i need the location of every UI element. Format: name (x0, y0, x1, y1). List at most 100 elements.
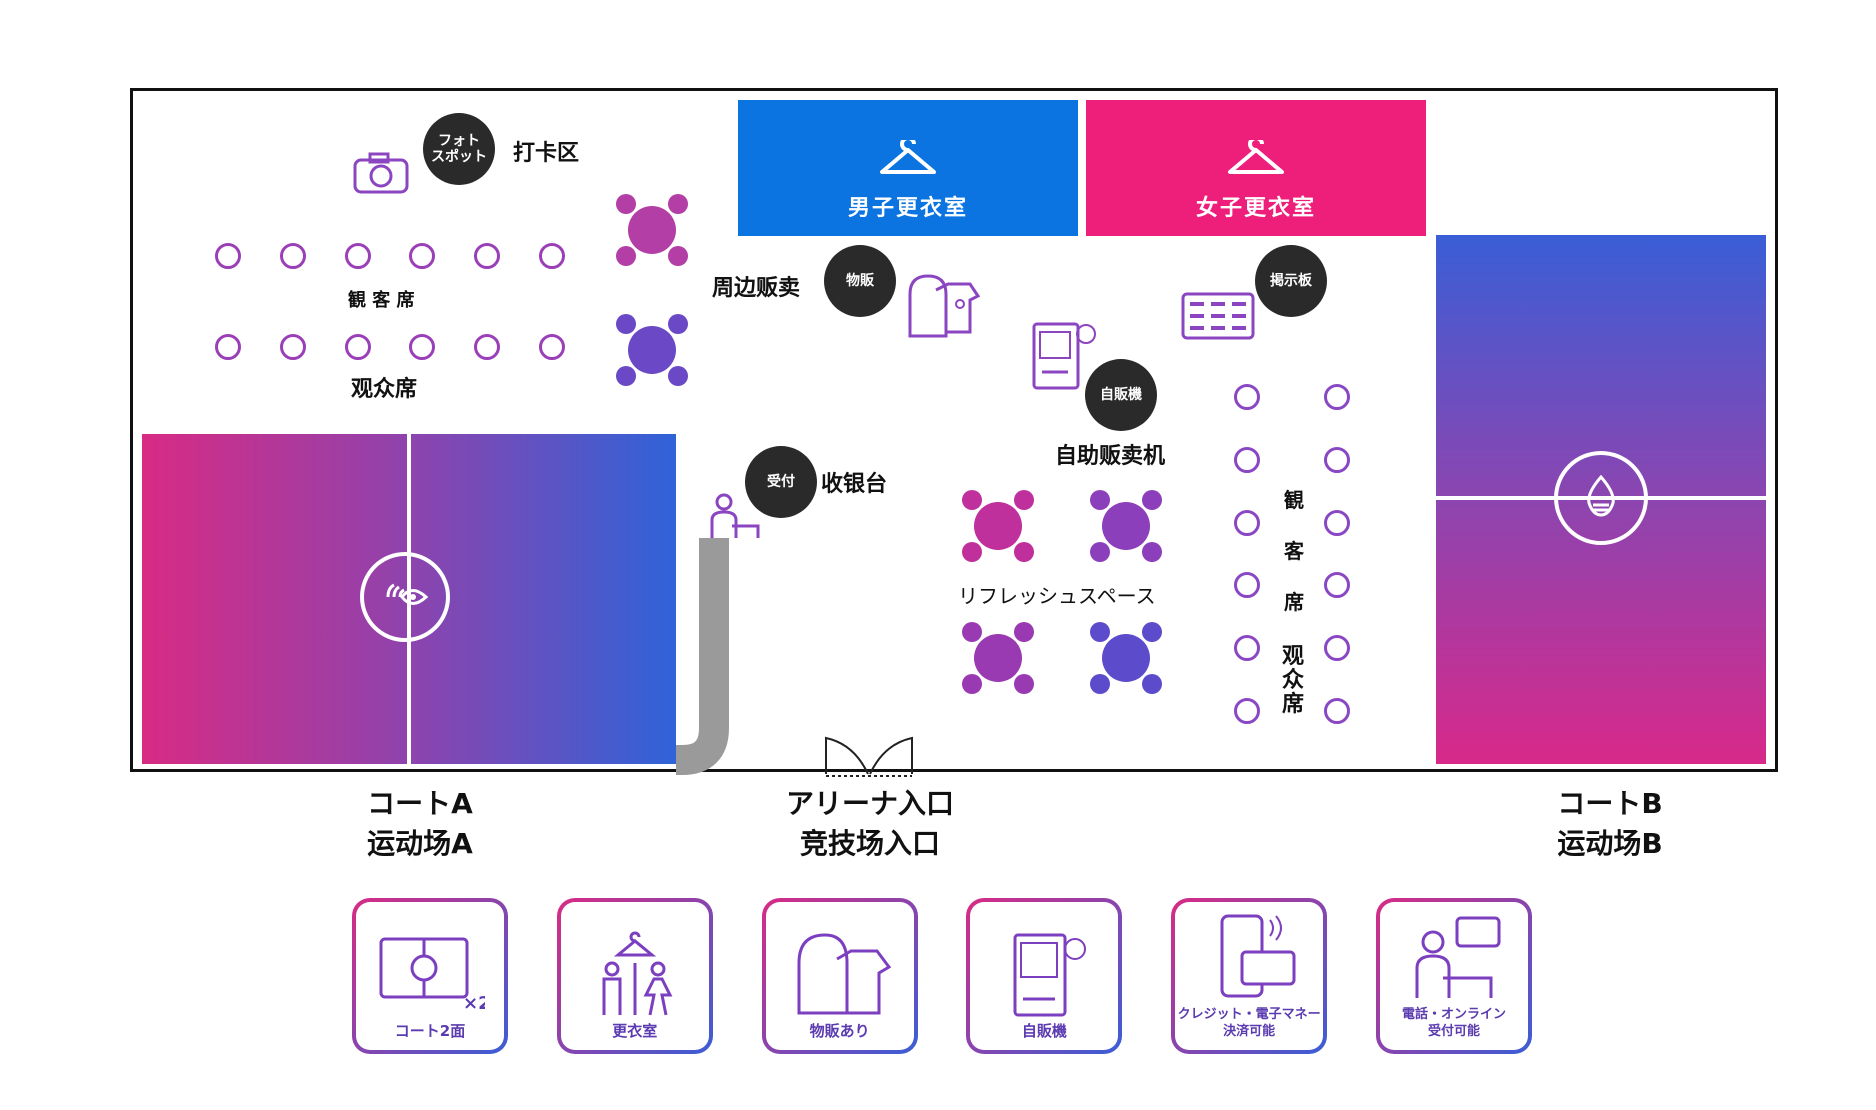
legend-text: クレジット・電子マネー 決済可能 (1177, 1007, 1321, 1039)
seat (279, 334, 306, 360)
legend-text: コート2面 (394, 1022, 466, 1040)
reception-queue-path (676, 538, 729, 775)
legend-item-vending: 自販機 (966, 898, 1122, 1054)
refresh-space-label: リフレッシュスペース (958, 584, 1156, 608)
female-locker-room: 女子更衣室 (1086, 100, 1426, 236)
brand-drop-icon (1587, 475, 1615, 517)
right-seating-label-jp: 観 客 席 (1284, 484, 1304, 615)
court-b-center-circle (1554, 451, 1648, 545)
seat (1324, 572, 1350, 599)
table-with-chairs-icon (1090, 490, 1162, 562)
seat (1324, 384, 1350, 410)
legend-item-courts: ×2 コート2面 (352, 898, 508, 1054)
entrance-line2: 竞技场入口 (799, 827, 940, 860)
court-a-line1: コートA (367, 787, 473, 820)
right-seating-cn-char-2: 众 (1282, 668, 1305, 693)
seat (344, 334, 371, 360)
right-seating-cn-char-3: 席 (1282, 692, 1305, 717)
merch-icon (908, 274, 980, 338)
right-seating-jp-char-3: 席 (1284, 590, 1304, 614)
bulletin-board-icon (1181, 292, 1255, 340)
hanger-icon (1228, 140, 1284, 174)
right-seating-cn-char-1: 观 (1282, 644, 1305, 669)
seat (215, 334, 241, 360)
brand-logo-icon (386, 583, 428, 605)
entrance-line1: アリーナ入口 (785, 787, 954, 820)
legend-text: 物販あり (809, 1022, 870, 1040)
seat (1234, 697, 1260, 724)
seat (215, 243, 241, 269)
legend-text: 自販機 (1021, 1022, 1067, 1040)
court-b-caption: コートB 运动场B (1520, 784, 1700, 864)
vending-machine-icon (1032, 322, 1096, 390)
camera-icon (353, 152, 409, 194)
court-b-line1: コートB (1557, 787, 1663, 820)
table-with-chairs-icon (1090, 622, 1162, 694)
legend-item-payment: クレジット・電子マネー 決済可能 (1171, 898, 1327, 1054)
svg-text:×2: ×2 (463, 993, 485, 1014)
table-with-chairs-icon (616, 314, 688, 386)
seat (1234, 509, 1260, 536)
table-with-chairs-icon (962, 622, 1034, 694)
right-seating-jp-char-1: 観 (1284, 488, 1304, 512)
court-a-center-circle (360, 552, 450, 642)
seat (538, 334, 565, 360)
merch-label: 周边贩卖 (712, 276, 801, 301)
seat (1234, 572, 1260, 599)
male-locker-label: 男子更衣室 (847, 196, 968, 221)
left-seating-row-1 (215, 243, 565, 269)
seat (474, 334, 501, 360)
seat (1324, 697, 1350, 724)
floor-outline (130, 88, 1778, 772)
female-locker-label: 女子更衣室 (1195, 196, 1316, 221)
male-locker-room: 男子更衣室 (738, 100, 1078, 236)
seat (1324, 635, 1350, 662)
reception-icon (710, 493, 760, 538)
legend-text: 更衣室 (612, 1022, 658, 1040)
right-seating-col-1 (1234, 384, 1260, 724)
photo-spot-label: 打卡区 (513, 141, 580, 166)
entrance-door-icon (825, 736, 913, 777)
legend-text: 電話・オンライン 受付可能 (1401, 1007, 1506, 1039)
court-b (1436, 235, 1766, 764)
right-seating-jp-char-2: 客 (1284, 539, 1304, 563)
seat (474, 243, 501, 269)
vending-machine-icon (1013, 933, 1087, 1017)
seat (1324, 509, 1350, 536)
court-b-line2: 运动场B (1557, 827, 1663, 860)
merch-icon (797, 933, 891, 1015)
left-seating-row-2 (215, 334, 565, 360)
seat (1234, 635, 1260, 662)
table-with-chairs-icon (616, 194, 688, 266)
left-seating-label-jp: 観 客 席 (348, 290, 415, 311)
legend-item-locker: 更衣室 (557, 898, 713, 1054)
left-seating-label-cn: 观众席 (351, 377, 418, 402)
seat (409, 243, 436, 269)
entrance-caption: アリーナ入口 竞技场入口 (760, 784, 980, 864)
vending-label: 自助贩卖机 (1055, 444, 1166, 469)
seat (1234, 384, 1260, 410)
court-a (142, 434, 676, 764)
legend-row: ×2 コート2面 更衣室 物販あり 自販機 クレジット・電子マネー 決済可能 電… (352, 898, 1532, 1054)
court-a-line2: 运动场A (367, 827, 473, 860)
merch-bubble: 物販 (824, 245, 896, 317)
right-seating-label-cn: 观 众 席 (1282, 645, 1304, 717)
payment-icon (1220, 914, 1296, 998)
seat (1234, 446, 1260, 473)
reception-bubble: 受付 (745, 446, 817, 518)
locker-room-icon (602, 931, 673, 1016)
legend-item-reception: 電話・オンライン 受付可能 (1376, 898, 1532, 1054)
seat (409, 334, 436, 360)
seat (538, 243, 565, 269)
photo-spot-bubble: フォト スポット (423, 113, 495, 185)
legend-item-merch: 物販あり (762, 898, 918, 1054)
reception-label: 收银台 (821, 472, 888, 497)
court-a-caption: コートA 运动场A (330, 784, 510, 864)
seat (1324, 446, 1350, 473)
table-with-chairs-icon (962, 490, 1034, 562)
reception-icon (1415, 916, 1501, 998)
court-icon: ×2 (379, 937, 485, 1014)
vending-bubble: 自販機 (1085, 359, 1157, 431)
seat (279, 243, 306, 269)
board-bubble: 掲示板 (1255, 245, 1327, 317)
